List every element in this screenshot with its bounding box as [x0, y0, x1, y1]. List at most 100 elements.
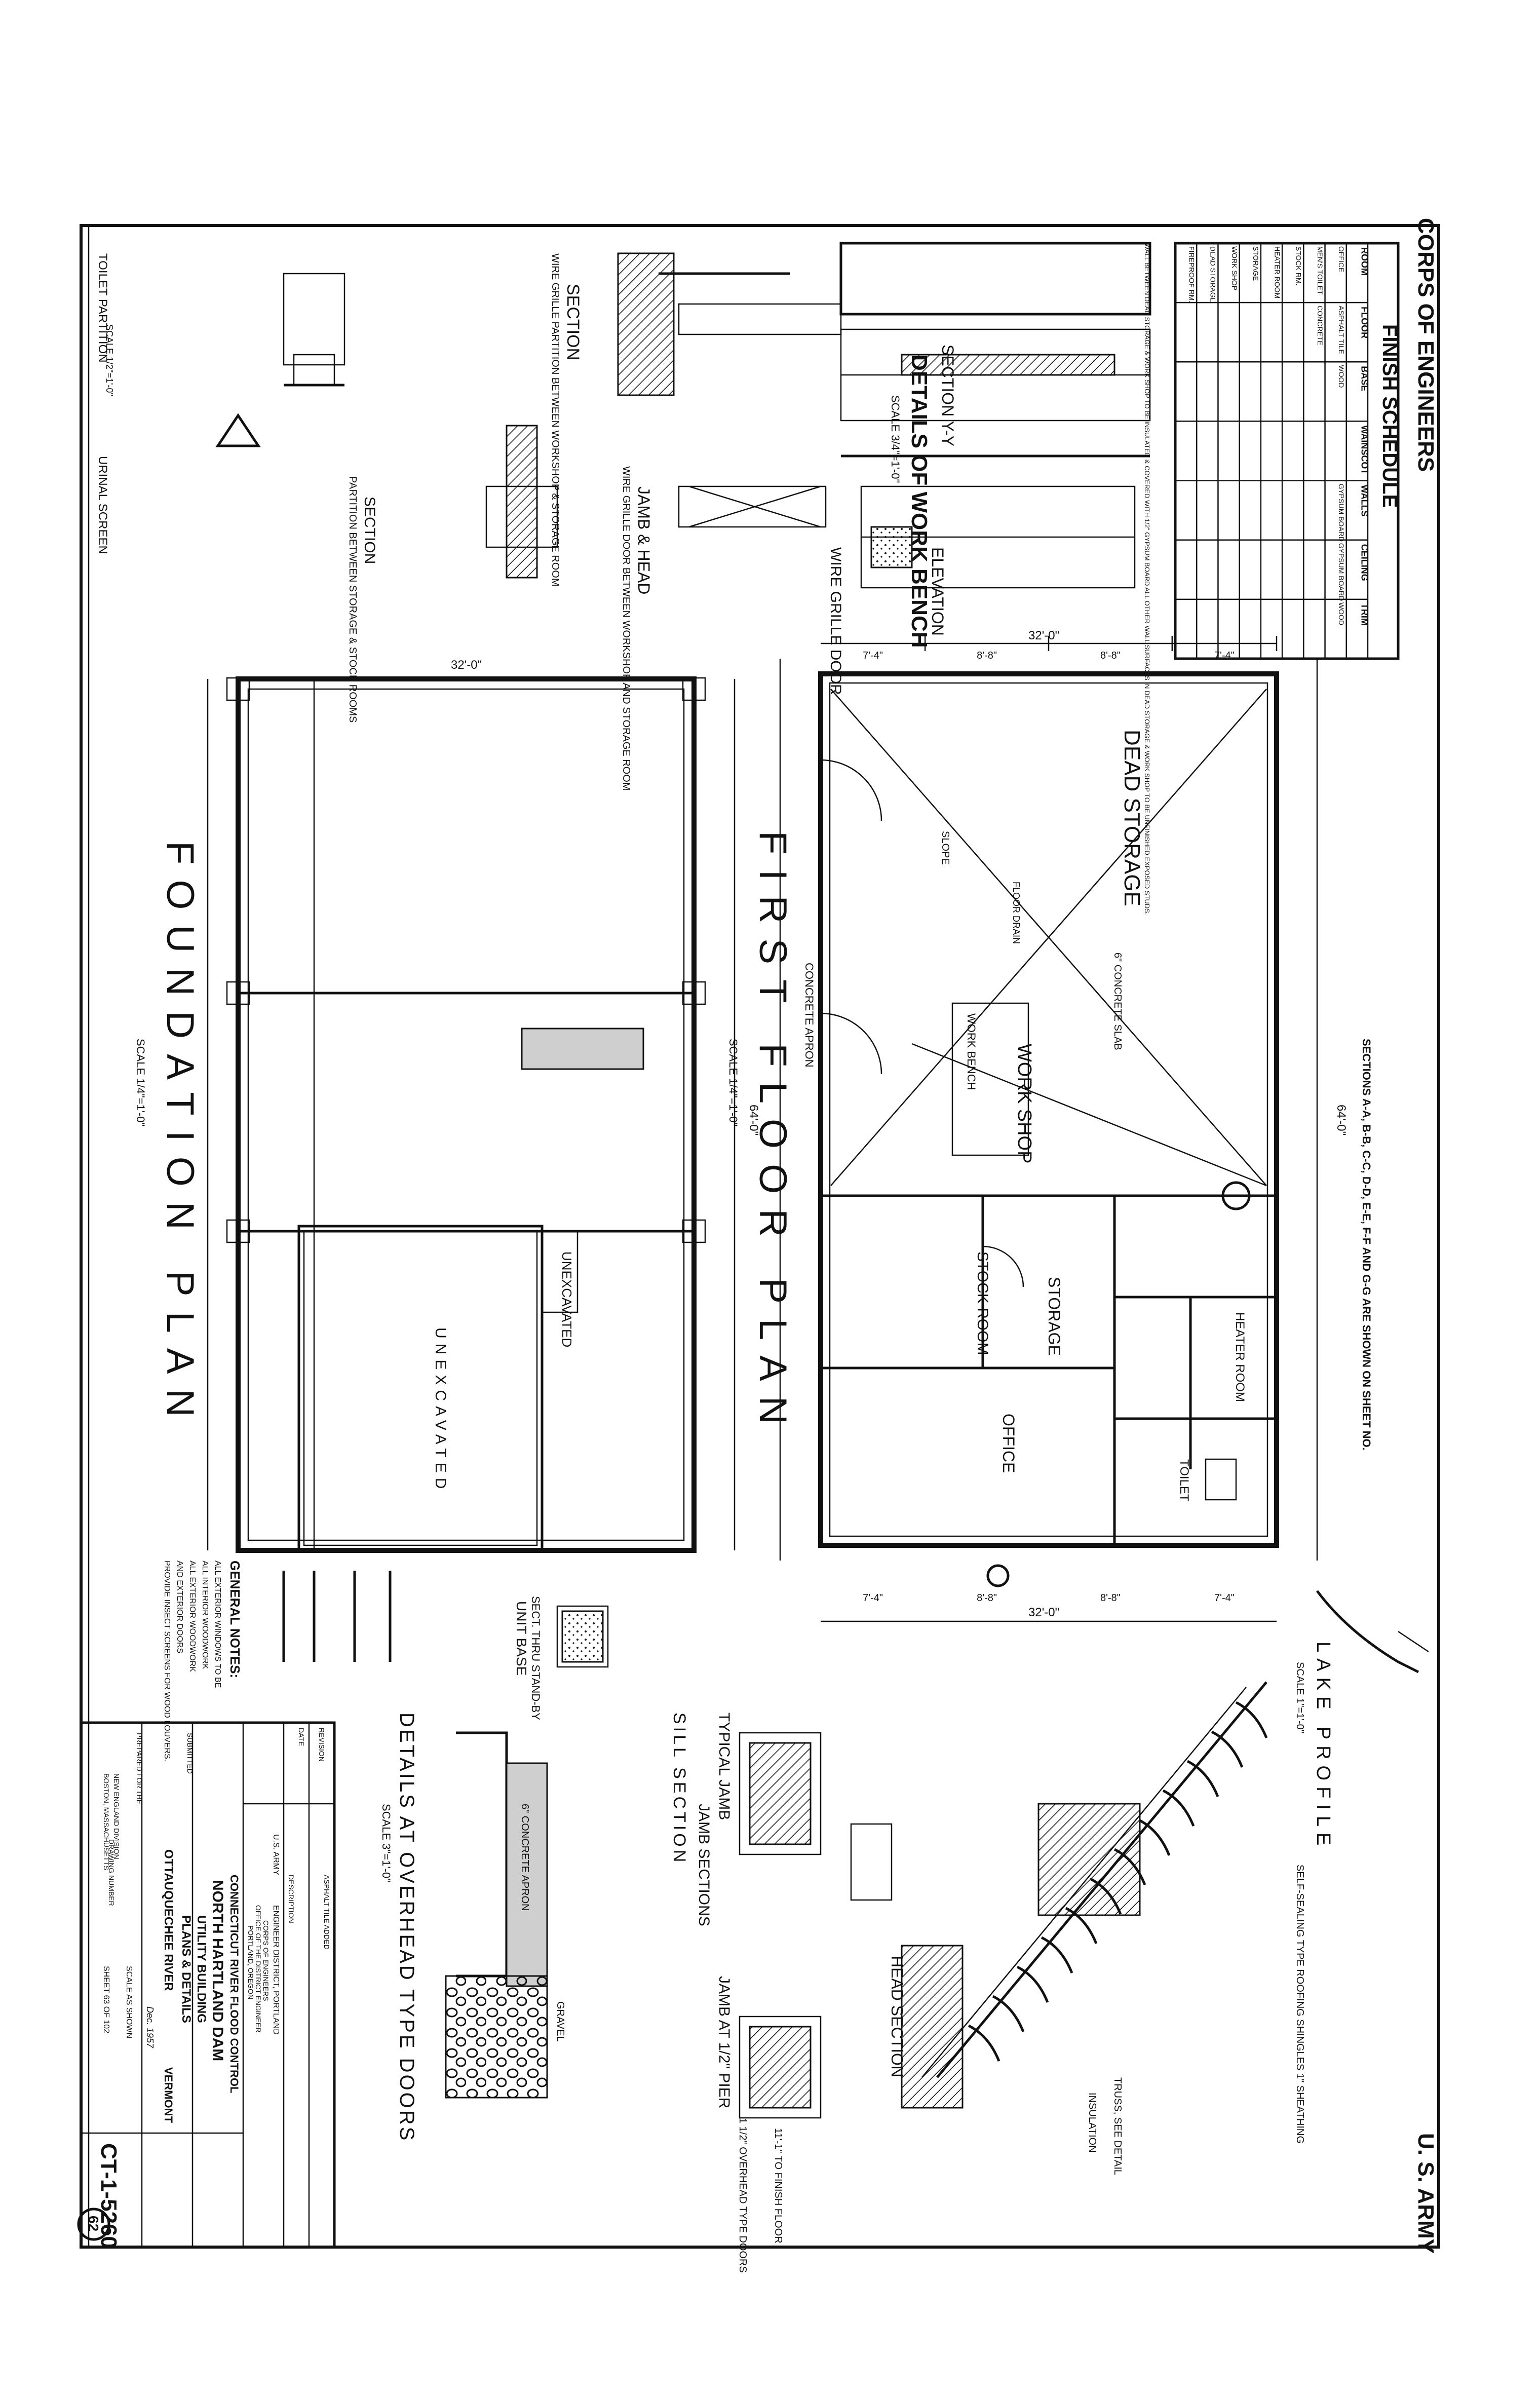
tb-prepared: PREPARED FOR THE [135, 1733, 143, 1804]
footing-pad [226, 677, 250, 701]
tb-city: PORTLAND, OREGON [247, 1925, 255, 1999]
tb-dam: NORTH HARTLAND DAM [209, 1880, 226, 2061]
finish-cell: ASPHALT TILE [1337, 306, 1345, 354]
finish-cell: WORK SHOP [1230, 246, 1239, 290]
sill-section-title: SILL SECTION [670, 1713, 689, 1865]
finish-schedule-title: FINISH SCHEDULE [1378, 324, 1401, 508]
foundation-scale: SCALE 1/4"=1'-0" [134, 1039, 147, 1126]
general-note-4: AND EXTERIOR DOORS [175, 1561, 184, 1653]
work-bench-scale: SCALE 3/4"=1'-0" [889, 395, 902, 483]
tb-circle-number: 62 [86, 2216, 101, 2231]
ff-bottom-dim: 8'-8" [977, 1592, 997, 1604]
concrete-apron-label: CONCRETE APRON [803, 963, 816, 1068]
work-bench-label: WORK BENCH [965, 1013, 978, 1090]
tb-drawing-label: DRAWING NUMBER [107, 1839, 115, 1906]
jamb-head-sub: WIRE GRILLE DOOR BETWEEN WORKSHOP AND ST… [621, 466, 632, 790]
sheet-border [80, 224, 1440, 2249]
lake-profile-title: LAKE PROFILE [1313, 1642, 1334, 1851]
ff-top-dim: 7'-4" [863, 650, 883, 661]
work-bench-title: DETAILS OF WORK BENCH [907, 355, 932, 648]
tb-date: Dec. 1957 [145, 2006, 155, 2048]
first-floor-depth-bottom: 32'-0" [1028, 1606, 1059, 1619]
ff-bottom-dim: 8'-8" [1100, 1592, 1121, 1604]
revision-text: ASPHALT TILE ADDED [323, 1875, 331, 1950]
lake-profile: LAKE PROFILE SCALE 1"=1'-0" SELF-SEALING… [901, 1590, 1429, 2175]
toilet-scale: SCALE 1/2"=1'-0" [104, 324, 114, 396]
finish-schedule-note: WALL BETWEEN DEAD STORAGE & WORK SHOP TO… [1143, 243, 1151, 915]
unexcavated-2: UNEXCAVATED [432, 1327, 449, 1494]
scale-bars: UNIT BASE SECT. THRU STAND-BY [282, 1571, 609, 1720]
footing-pad [226, 1219, 250, 1243]
tb-drawing-number: CT-1-5260 [96, 2143, 121, 2249]
tb-building: UTILITY BUILDING [195, 1915, 208, 2023]
foundation-width: 64'-0" [747, 1105, 760, 1135]
footing-pad [226, 981, 250, 1005]
room-storage: STORAGE [1045, 1277, 1063, 1356]
finish-header: TRIM [1359, 603, 1369, 626]
roof-shingle [1235, 1701, 1268, 1738]
ff-top-dim: 8'-8" [977, 650, 997, 661]
sheet-number-circle [77, 2208, 110, 2241]
finish-cell: CONCRETE [1316, 306, 1324, 346]
room-dead-storage: DEAD STORAGE [1120, 730, 1144, 906]
room-heater-room: HEATER ROOM [1233, 1312, 1247, 1402]
roof-shingle [1211, 1730, 1244, 1768]
finish-cell: GYPSUM BOARD [1337, 543, 1345, 601]
concrete-apron-note: 6" CONCRETE APRON [519, 1804, 530, 1911]
roof-note: SELF-SEALING TYPE ROOFING SHINGLES 1" SH… [1294, 1865, 1305, 2144]
lake-profile-scale: SCALE 1"=1'-0" [1294, 1662, 1305, 1733]
first-floor-title: FIRST FLOOR PLAN [751, 831, 794, 1439]
revision-col: REVISION [318, 1728, 326, 1762]
overhead-door-details: HEAD SECTION TYPICAL JAMB JAMB SECTIONS … [380, 1713, 906, 2273]
tb-district: ENGINEER DISTRICT, PORTLAND [272, 1905, 280, 2035]
finish-cell: WOOD [1337, 602, 1345, 625]
overhead-details-scale: SCALE 3"=1'-0" [380, 1804, 393, 1882]
toilet-partition-label: TOILET PARTITION [96, 253, 109, 363]
floor-drain-label: FLOOR DRAIN [1011, 882, 1021, 944]
finish-header: FLOOR [1359, 307, 1369, 338]
roof-shingle [1016, 1965, 1049, 2003]
finish-header: WALLS [1359, 485, 1369, 517]
general-note-5: PROVIDE INSECT SCREENS FOR WOOD LOUVERS. [163, 1561, 171, 1761]
overhead-details-title: DETAILS AT OVERHEAD TYPE DOORS [396, 1713, 418, 2142]
finish-header: BASE [1359, 366, 1369, 391]
unexcavated-1: UNEXCAVATED [559, 1251, 574, 1347]
general-notes: GENERAL NOTES: ALL EXTERIOR WINDOWS TO B… [163, 1561, 243, 1761]
tb-river: OTTAUQUECHEE RIVER [162, 1849, 175, 1991]
partition-section-sub: PARTITION BETWEEN STORAGE & STOCK ROOMS [347, 476, 358, 723]
title-block: REVISION DATE DESCRIPTION ASPHALT TILE A… [77, 1721, 336, 2249]
foundation-plan: 64'-0" 32'-0" UNEXCAVATED UNEXCAVATED FO… [134, 658, 760, 1553]
sect-thru-label: SECT. THRU STAND-BY [529, 1596, 542, 1720]
tb-new-england: NEW ENGLAND DIVISION [112, 1773, 121, 1859]
overhead-doors-note: 1 1/2" OVERHEAD TYPE DOORS [737, 2118, 748, 2273]
finish-cell: OFFICE [1337, 246, 1345, 272]
truss-note: TRUSS, SEE DETAIL [1112, 2077, 1123, 2175]
elevation-label: ELEVATION [929, 547, 947, 636]
room-stock-room: STOCK ROOM [974, 1251, 991, 1355]
first-floor-plan: 64'-0" 32'-0" 32'-0" 7'-4"8'-8"8'-8"7'-4… [727, 629, 1348, 1622]
general-note-3: ALL EXTERIOR WOODWORK [188, 1561, 197, 1672]
finish-cell: HEATER ROOM [1273, 246, 1281, 298]
finish-cell: WOOD [1337, 365, 1345, 388]
finish-header: ROOM [1359, 247, 1369, 276]
finish-floor-note: 11'-1" TO FINISH FLOOR [773, 2128, 784, 2244]
room-toilet: TOILET [1177, 1459, 1191, 1502]
partition-section: SECTION [361, 497, 378, 564]
tb-corps: CORPS OF ENGINEERS [262, 1920, 270, 2001]
tb-sheet-name: PLANS & DETAILS [179, 1915, 193, 2023]
footing-pad [682, 981, 706, 1005]
tb-state: VERMONT [162, 2067, 175, 2123]
head-section-title: HEAD SECTION [888, 1956, 906, 2077]
footing-pad [682, 677, 706, 701]
tb-sheet: SHEET 63 OF 102 [102, 1966, 110, 2033]
finish-header: WAINSCOT [1359, 425, 1369, 474]
finish-schedule: ROOMFLOORBASEWAINSCOTWALLSCEILINGTRIMOFF… [1143, 242, 1401, 915]
footing-pad [682, 1219, 706, 1243]
general-notes-title: GENERAL NOTES: [227, 1561, 243, 1678]
revision-desc-col: DESCRIPTION [287, 1875, 295, 1923]
finish-cell: STORAGE [1252, 246, 1260, 281]
first-floor-depth: 32'-0" [1028, 629, 1059, 642]
general-note-1: ALL EXTERIOR WINDOWS TO BE [213, 1561, 222, 1688]
finish-cell: STOCK RM. [1295, 246, 1303, 286]
